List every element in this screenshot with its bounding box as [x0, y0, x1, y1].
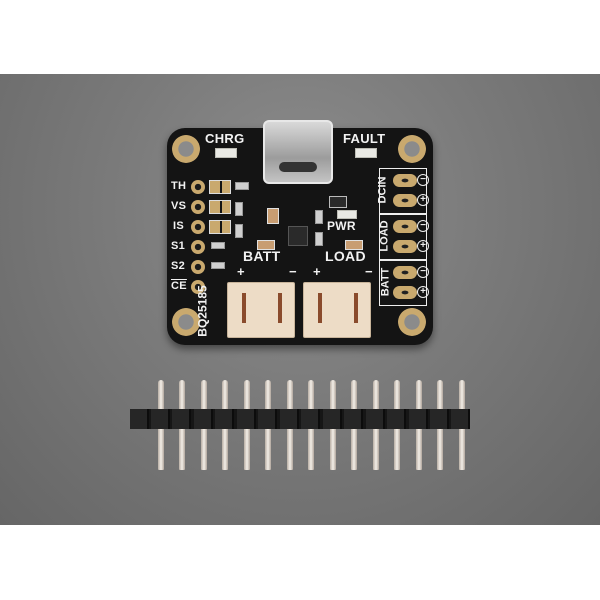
load-plus-pad[interactable] [393, 240, 417, 253]
jumper-is[interactable] [209, 220, 231, 234]
plus-icon: + [417, 194, 429, 206]
diode [329, 196, 347, 208]
power-led [337, 210, 357, 219]
bar-segment [194, 409, 213, 429]
bar-segment [344, 409, 363, 429]
jumper-th[interactable] [209, 180, 231, 194]
bar-segment [430, 409, 449, 429]
minus-icon: − [417, 174, 429, 186]
charge-led [215, 148, 237, 158]
capacitor [345, 240, 363, 250]
fault-label: FAULT [343, 131, 386, 146]
header-plastic-bar [130, 409, 470, 429]
capacitor [257, 240, 275, 250]
pad-s2[interactable] [191, 260, 205, 274]
bar-segment [130, 409, 149, 429]
usb-c-port[interactable] [263, 120, 333, 184]
resistor [235, 202, 243, 216]
load-plus-label: + [313, 264, 321, 279]
pin-label-vs: VS [171, 200, 187, 212]
pad-ce[interactable] [191, 280, 205, 294]
male-header-strip[interactable] [130, 380, 470, 470]
load-connector-label: LOAD [325, 248, 366, 264]
resistor [315, 210, 323, 224]
mounting-hole-bottom-right [398, 308, 426, 336]
pin-label-is: IS [173, 220, 184, 232]
load-minus-pad[interactable] [393, 220, 417, 233]
chrg-label: CHRG [205, 131, 245, 146]
bar-segment [323, 409, 342, 429]
jumper-vs[interactable] [209, 200, 231, 214]
plus-icon: + [417, 240, 429, 252]
resistor [315, 232, 323, 246]
dcin-group-label: DCIN [376, 176, 389, 204]
batt-plus-pad[interactable] [393, 286, 417, 299]
bar-segment [301, 409, 320, 429]
resistor [211, 262, 225, 269]
capacitor [267, 208, 279, 224]
pad-s1[interactable] [191, 240, 205, 254]
resistor [235, 182, 249, 190]
pad-is[interactable] [191, 220, 205, 234]
bar-segment [451, 409, 470, 429]
fault-led [355, 148, 377, 158]
bar-segment [172, 409, 191, 429]
plus-icon: + [417, 286, 429, 298]
jst-slot [354, 293, 358, 323]
bar-segment [151, 409, 170, 429]
bq25185-ic [288, 226, 308, 246]
pin-label-ce: CE [171, 280, 187, 292]
load-minus-label: − [365, 264, 373, 279]
mounting-hole-bottom-left [172, 308, 200, 336]
pwr-label: PWR [327, 219, 356, 233]
chip-name-label: BQ25185 [195, 285, 210, 337]
jst-slot [278, 293, 282, 323]
batt-group [379, 260, 427, 306]
minus-icon: − [417, 266, 429, 278]
resistor [235, 224, 243, 238]
mounting-hole-top-right [398, 135, 426, 163]
batt-jst-connector[interactable] [227, 282, 295, 338]
minus-icon: − [417, 220, 429, 232]
bar-segment [387, 409, 406, 429]
bar-segment [237, 409, 256, 429]
load-group [379, 214, 427, 260]
dcin-plus-pad[interactable] [393, 194, 417, 207]
batt-connector-label: BATT [243, 248, 281, 264]
jst-slot [318, 293, 322, 323]
batt-group-label: BATT [379, 267, 392, 297]
mounting-hole-top-left [172, 135, 200, 163]
bar-segment [258, 409, 277, 429]
jst-slot [242, 293, 246, 323]
pad-vs[interactable] [191, 200, 205, 214]
pin-label-th: TH [171, 180, 187, 192]
bar-segment [409, 409, 428, 429]
bar-segment [215, 409, 234, 429]
bar-segment [280, 409, 299, 429]
batt-plus-label: + [237, 264, 245, 279]
batt-minus-pad[interactable] [393, 266, 417, 279]
usb-c-slot [279, 162, 317, 172]
dcin-minus-pad[interactable] [393, 174, 417, 187]
resistor [211, 242, 225, 249]
pin-label-s1: S1 [171, 240, 186, 252]
bar-segment [366, 409, 385, 429]
dcin-group [379, 168, 427, 214]
load-group-label: LOAD [378, 220, 391, 252]
batt-minus-label: − [289, 264, 297, 279]
pin-label-s2: S2 [171, 260, 186, 272]
load-jst-connector[interactable] [303, 282, 371, 338]
pcb-board: CHRG FAULT TH VS IS S1 S2 CE PWR BATT LO… [167, 120, 433, 345]
pad-th[interactable] [191, 180, 205, 194]
